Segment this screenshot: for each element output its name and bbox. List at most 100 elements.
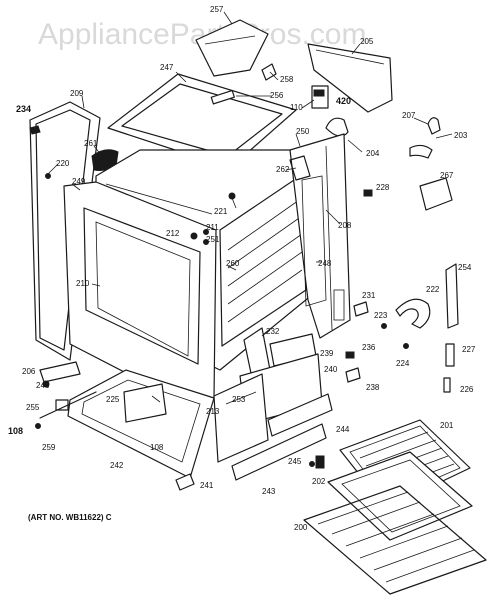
part-255-bushing [55, 399, 69, 411]
label-224: 224 [396, 359, 410, 368]
part-253-panel [213, 373, 269, 463]
part-108-screw-right [309, 461, 315, 467]
label-201: 201 [440, 421, 454, 430]
label-208: 208 [338, 221, 352, 230]
label-260: 260 [226, 259, 240, 268]
part-110-switch [311, 85, 329, 109]
part-212-screw [190, 232, 198, 240]
label-267: 267 [440, 171, 454, 180]
part-247-top [107, 73, 297, 169]
part-248-panel [301, 175, 327, 307]
part-242-bottom-tray [67, 369, 215, 479]
part-254-hinge [445, 263, 459, 329]
part-206-rail [39, 361, 81, 383]
label-226: 226 [460, 385, 474, 394]
part-108-screw-left [35, 423, 41, 429]
part-420-bracket [325, 117, 349, 137]
label-253: 253 [232, 395, 246, 404]
part-220-screw [45, 173, 51, 179]
label-258: 258 [280, 75, 294, 84]
art-number: (ART NO. WB11622) C [28, 513, 112, 522]
label-200: 200 [294, 523, 308, 532]
part-226-link [443, 377, 451, 393]
label-108-right: 108 [150, 443, 164, 452]
part-243-rail [231, 423, 327, 481]
label-248: 248 [318, 259, 332, 268]
label-231: 231 [362, 291, 376, 300]
part-257-panel [195, 19, 269, 77]
part-222-bracket [395, 298, 431, 329]
part-labels: 257 205 247 258 256 110 420 209 234 207 … [8, 5, 476, 532]
part-223-screw [381, 323, 387, 329]
label-227: 227 [462, 345, 476, 354]
label-232: 232 [266, 327, 280, 336]
label-209: 209 [70, 89, 84, 98]
label-236: 236 [362, 343, 376, 352]
part-203-harness [409, 144, 433, 159]
part-241-foot [175, 473, 195, 491]
part-258-clip [261, 63, 277, 81]
part-205-trim [307, 43, 393, 113]
part-262-bracket [289, 155, 311, 181]
part-227-spring [445, 343, 455, 367]
label-242: 242 [110, 461, 124, 470]
label-241: 241 [200, 481, 214, 490]
label-221: 221 [214, 207, 228, 216]
label-243: 243 [262, 487, 276, 496]
label-205: 205 [360, 37, 374, 46]
label-240: 240 [324, 365, 338, 374]
label-210: 210 [76, 279, 90, 288]
label-110: 110 [290, 103, 303, 112]
part-224-screw [403, 343, 409, 349]
part-249-front-frame [63, 181, 217, 407]
label-420: 420 [336, 96, 351, 106]
part-207-igniter [427, 117, 441, 135]
part-209-side-frame [29, 101, 101, 361]
label-206: 206 [22, 367, 36, 376]
label-239: 239 [320, 349, 334, 358]
part-200-oven-rack [303, 485, 487, 595]
label-245: 245 [288, 457, 302, 466]
label-204: 204 [366, 149, 380, 158]
part-238-clip [345, 367, 361, 383]
label-213: 213 [206, 407, 220, 416]
part-228-clip [363, 189, 373, 197]
label-254: 254 [458, 263, 472, 272]
label-262: 262 [276, 165, 290, 174]
part-236-clip [345, 351, 355, 359]
part-245-leveler [315, 455, 325, 469]
label-246: 246 [36, 381, 50, 390]
label-220: 220 [56, 159, 70, 168]
part-267-block [419, 177, 453, 211]
part-211-screw [203, 229, 209, 235]
label-222: 222 [426, 285, 440, 294]
part-244-slide [267, 393, 333, 437]
label-207: 207 [402, 111, 416, 120]
label-234: 234 [16, 104, 31, 114]
label-202: 202 [312, 477, 326, 486]
label-108-left: 108 [8, 426, 23, 436]
label-228: 228 [376, 183, 390, 192]
label-225-a: 225 [106, 395, 120, 404]
part-251-screw [203, 239, 209, 245]
label-247: 247 [160, 63, 174, 72]
label-259: 259 [42, 443, 56, 452]
label-255: 255 [26, 403, 40, 412]
label-223: 223 [374, 311, 388, 320]
part-246-screw [42, 380, 50, 388]
label-211: 211 [206, 223, 219, 232]
leader-lines [47, 11, 453, 403]
label-203: 203 [454, 131, 468, 140]
label-238: 238 [366, 383, 380, 392]
part-259-rod [39, 391, 97, 419]
label-261: 261 [84, 139, 98, 148]
label-212: 212 [166, 229, 180, 238]
label-250: 250 [296, 127, 310, 136]
label-251: 251 [206, 235, 220, 244]
label-257: 257 [210, 5, 224, 14]
part-234-clip [29, 125, 41, 135]
label-249: 249 [72, 177, 86, 186]
label-256: 256 [270, 91, 284, 100]
